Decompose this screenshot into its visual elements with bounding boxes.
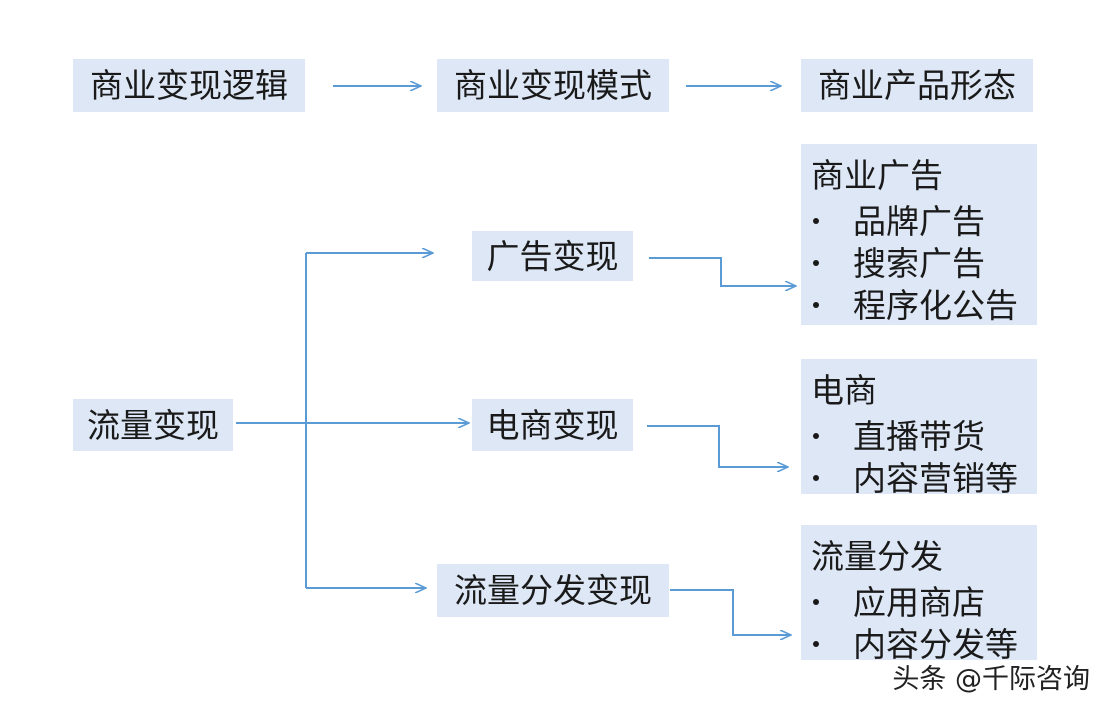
bullet-icon (811, 599, 853, 605)
header-model-box: 商业变现模式 (437, 59, 669, 112)
list-item: 搜索广告 (811, 242, 1037, 284)
bullet-icon (811, 302, 853, 308)
list-item: 内容营销等 (811, 457, 1037, 499)
product-ecommerce-box: 电商 直播带货 内容营销等 (801, 359, 1037, 495)
header-model-label: 商业变现模式 (454, 66, 652, 105)
bullet-icon (811, 475, 853, 481)
arrow-traffic-to-product (670, 589, 791, 635)
list-item: 内容分发等 (811, 623, 1037, 665)
header-product-label: 商业产品形态 (818, 66, 1016, 105)
mode-traffic-node: 流量分发变现 (437, 564, 669, 617)
list-item: 应用商店 (811, 581, 1037, 623)
header-product-box: 商业产品形态 (801, 59, 1033, 112)
list-item-label: 搜索广告 (853, 243, 985, 283)
mode-ecommerce-node: 电商变现 (472, 399, 633, 451)
product-traffic-title: 流量分发 (811, 537, 943, 576)
list-item: 品牌广告 (811, 200, 1037, 242)
mode-ad-node: 广告变现 (472, 231, 633, 281)
bullet-icon (811, 641, 853, 647)
list-item: 直播带货 (811, 415, 1037, 457)
list-item-label: 直播带货 (853, 416, 985, 456)
product-ad-box: 商业广告 品牌广告 搜索广告 程序化公告 (801, 144, 1037, 325)
bullet-icon (811, 218, 853, 224)
list-item-label: 内容营销等 (853, 458, 1018, 498)
root-node: 流量变现 (73, 399, 233, 451)
source-watermark: 头条 @千际咨询 (892, 664, 1090, 695)
mode-traffic-label: 流量分发变现 (454, 571, 652, 610)
list-item: 程序化公告 (811, 284, 1037, 326)
list-item-label: 程序化公告 (853, 285, 1018, 325)
mode-ad-label: 广告变现 (486, 236, 619, 276)
list-item-label: 品牌广告 (853, 201, 985, 241)
list-item-label: 内容分发等 (853, 624, 1018, 664)
product-ad-title: 商业广告 (811, 156, 943, 195)
list-item-label: 应用商店 (853, 582, 985, 622)
header-logic-label: 商业变现逻辑 (90, 66, 288, 105)
header-logic-box: 商业变现逻辑 (73, 59, 305, 112)
product-ecommerce-title: 电商 (811, 371, 877, 410)
bullet-icon (811, 433, 853, 439)
bullet-icon (811, 260, 853, 266)
mode-ecommerce-label: 电商变现 (486, 405, 619, 445)
root-label: 流量变现 (87, 405, 219, 445)
arrow-ad-to-product (649, 257, 796, 286)
arrow-ecommerce-to-product (647, 425, 788, 467)
product-traffic-box: 流量分发 应用商店 内容分发等 (801, 525, 1037, 661)
